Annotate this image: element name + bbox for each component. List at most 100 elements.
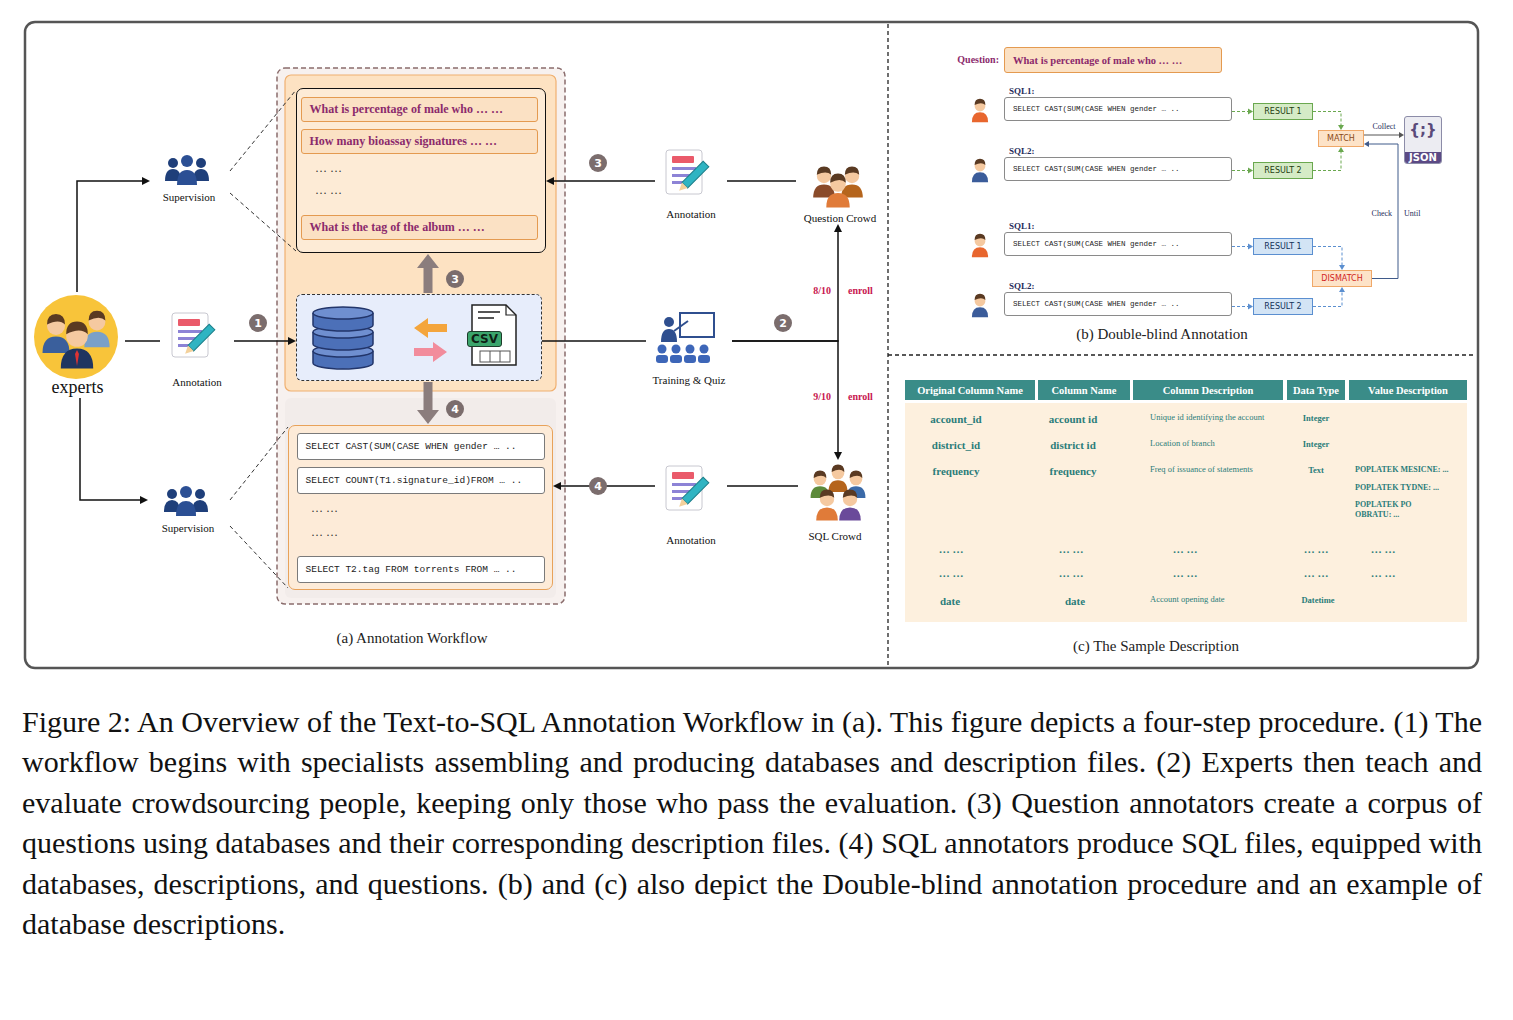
annotation-icon: Annotation [655, 148, 727, 220]
node-text: Supervision [163, 191, 216, 203]
table-cell: district_id [932, 439, 980, 451]
node-text: Annotation [666, 208, 716, 220]
database-box: CSV [296, 294, 542, 381]
connector-line [1232, 111, 1249, 112]
sql-box: SQL2:SELECT CAST(SUM(CASE WHEN gender … … [1004, 157, 1232, 181]
arrowhead [417, 410, 439, 424]
table-cell: … … [939, 567, 964, 579]
node-text: SQL Crowd [808, 530, 861, 542]
connector-line [1313, 247, 1342, 267]
question-box: Question:What is percentage of male who … [1004, 47, 1222, 73]
connector [1364, 141, 1398, 279]
table-cell: frequency [1050, 465, 1097, 477]
node-text: … … [311, 501, 338, 516]
connector [1313, 112, 1344, 131]
table-header: Data Type [1287, 380, 1345, 400]
table-cell: … … [1173, 543, 1198, 555]
connector [1364, 132, 1404, 138]
connector [1313, 287, 1345, 307]
result-box: RESULT 2 [1253, 162, 1313, 179]
match-box: MATCH [1318, 130, 1364, 147]
connector-line [1313, 291, 1342, 307]
node-text: Supervision [162, 522, 215, 534]
node-text: Question Crowd [804, 212, 876, 224]
node-text: SELECT CAST(SUM(CASE WHEN gender … .. [1013, 105, 1180, 113]
node-text: SELECT CAST(SUM(CASE WHEN gender … .. [1013, 165, 1180, 173]
connector-line [727, 485, 798, 487]
edge-label: Collect [1371, 122, 1396, 131]
connector [1313, 147, 1344, 171]
connector [230, 427, 288, 500]
callout-number: 4 [446, 400, 464, 418]
connector-line [732, 230, 838, 341]
arrowhead [553, 482, 561, 490]
node-text: SELECT CAST(SUM(CASE WHEN gender … .. [1013, 240, 1180, 248]
table-cell: account_id [930, 413, 981, 425]
node-text: experts [52, 377, 104, 398]
table-cell: … … [1371, 543, 1396, 555]
connector-line [559, 485, 655, 487]
table-cell: date [940, 595, 960, 607]
arrowhead [140, 496, 148, 504]
table-cell: Location of branch [1150, 438, 1215, 448]
arrowhead [288, 337, 296, 345]
sql-item: SELECT CAST(SUM(CASE WHEN gender … .. [297, 433, 545, 460]
node-text: MATCH [1327, 134, 1355, 143]
table-header: Value Description [1349, 380, 1467, 400]
supervision-icon: Supervision [148, 486, 228, 534]
node-text: How many bioassay signatures … … [310, 134, 497, 149]
node-text: DISMATCH [1321, 274, 1362, 283]
crowd-icon: SQL Crowd [798, 460, 872, 542]
table-cell: Datetime [1301, 595, 1334, 605]
connector [727, 181, 796, 182]
sql-box: SQL1:SELECT CAST(SUM(CASE WHEN gender … … [1004, 232, 1232, 256]
node-text: … … [315, 183, 342, 198]
connector [1313, 247, 1345, 271]
table-cell: district id [1050, 439, 1096, 451]
table-cell: POPLATEK MESICNE: ... [1355, 465, 1448, 475]
table-cell: Text [1308, 465, 1324, 475]
connector [542, 341, 646, 342]
sql-box: SQL1:SELECT CAST(SUM(CASE WHEN gender … … [1004, 97, 1232, 121]
question-item: What is the tag of the album … … [301, 215, 538, 240]
connector-line [125, 340, 160, 342]
callout-number: 3 [446, 270, 464, 288]
connector-line [732, 341, 838, 454]
connector [732, 224, 842, 341]
annotation-icon: Annotation [160, 308, 234, 388]
connector-line [230, 193, 296, 251]
connector-line [1232, 170, 1249, 171]
connector-line [424, 382, 433, 413]
node-text: What is percentage of male who … … [310, 102, 503, 117]
connector [234, 337, 296, 345]
arrowhead [834, 452, 842, 460]
panel-caption: (b) Double-blind Annotation [1076, 326, 1248, 343]
node-text: RESULT 1 [1264, 107, 1301, 116]
node-text: SELECT CAST(SUM(CASE WHEN gender … .. [1013, 300, 1180, 308]
table-header: Column Name [1038, 380, 1130, 400]
arrowhead [834, 224, 842, 232]
connector-line [230, 427, 288, 500]
sql-box: SQL2:SELECT CAST(SUM(CASE WHEN gender … … [1004, 292, 1232, 316]
mismatch-box: DISMATCH [1312, 270, 1372, 287]
table-cell: … … [1304, 567, 1329, 579]
table-header: Column Description [1133, 380, 1283, 400]
node-text: Annotation [172, 376, 222, 388]
connector [77, 177, 150, 292]
node-text: SELECT T2.tag FROM torrents FROM … .. [306, 564, 517, 575]
callout-number: 2 [774, 314, 792, 332]
connector [1232, 244, 1253, 250]
node-text: Question: [957, 54, 999, 65]
node-text: Training & Quiz [653, 374, 726, 386]
sql-item: SELECT T2.tag FROM torrents FROM … .. [297, 556, 545, 583]
node-text: SQL2: [1009, 281, 1035, 291]
connector-line [1364, 135, 1400, 136]
table-cell: … … [1059, 543, 1084, 555]
node-text: SELECT CAST(SUM(CASE WHEN gender … .. [306, 441, 517, 452]
connector-line [230, 90, 296, 171]
figure-caption: Figure 2: An Overview of the Text-to-SQL… [22, 702, 1482, 944]
connector-line [80, 398, 142, 500]
connector [125, 341, 160, 342]
sql-item: SELECT COUNT(T1.signature_id)FROM … .. [297, 467, 545, 494]
